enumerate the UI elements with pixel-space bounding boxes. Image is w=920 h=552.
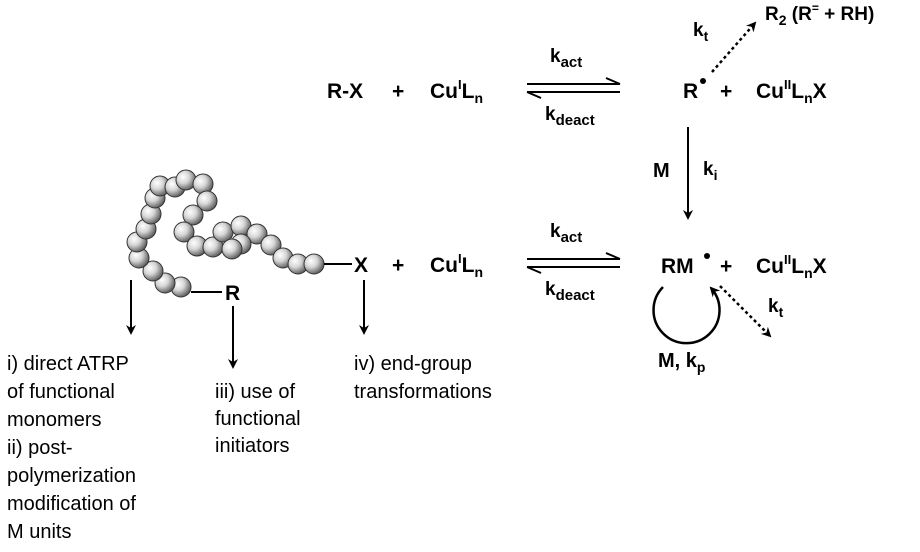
radical: R <box>683 80 698 103</box>
kact-label-top: kact <box>550 46 582 71</box>
kact-label-bottom: kact <box>550 221 582 246</box>
polymer-chain <box>126 169 325 298</box>
plus-sign: + <box>720 80 732 103</box>
equilibrium-arrows-top <box>526 77 621 99</box>
annotation-functional-initiators: iii) use of functional initiators <box>215 381 306 457</box>
activator-complex-2: CuILn <box>430 251 483 280</box>
initiator-group-label: R <box>225 282 240 305</box>
plus-sign: + <box>392 254 404 277</box>
kt-label-top: kt <box>693 20 709 44</box>
termination-products: R2 (R= + RH) <box>765 1 874 28</box>
halogen-end-group: X <box>354 254 368 277</box>
termination-arrow-top <box>711 21 757 73</box>
annotation-functional-monomers: i) direct ATRP of functional monomers ii… <box>7 353 142 543</box>
plus-sign: + <box>720 255 732 278</box>
termination-arrow-bottom <box>719 285 772 338</box>
propagating-radical-dot <box>704 253 710 259</box>
deactivator-complex-2: CuIILnX <box>756 252 827 281</box>
propagation-cycle-arrow <box>652 286 721 345</box>
radical-dot <box>700 78 706 84</box>
propagating-radical: RM <box>661 255 694 278</box>
propagation-label: M, kp <box>658 350 705 375</box>
ki-label: ki <box>703 159 717 183</box>
equilibrium-arrows-bottom <box>526 252 621 274</box>
monomer-label: M <box>653 160 670 182</box>
deactivator-complex: CuIILnX <box>756 77 827 106</box>
kdeact-label-bottom: kdeact <box>545 279 595 304</box>
kt-label-bottom: kt <box>768 296 784 320</box>
plus-sign: + <box>392 80 404 103</box>
annotation-end-group: iv) end-group transformations <box>354 353 492 403</box>
kdeact-label-top: kdeact <box>545 104 595 129</box>
activator-complex: CuILn <box>430 77 483 106</box>
alkyl-halide: R-X <box>327 80 363 103</box>
